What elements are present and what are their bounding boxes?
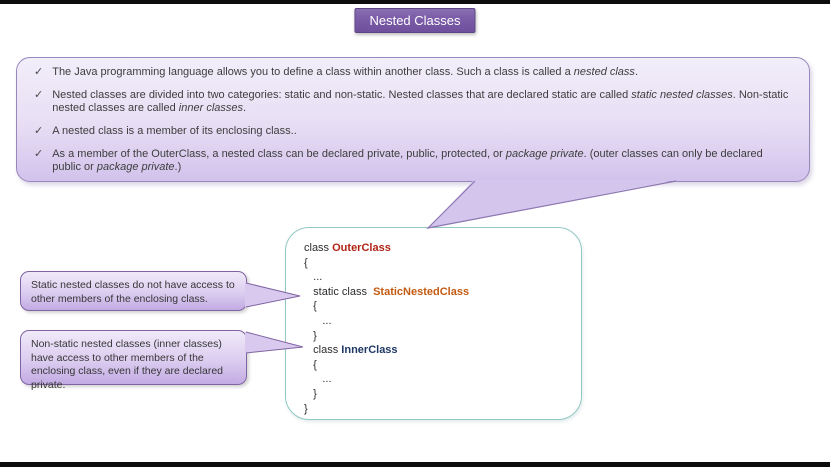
notes-bubble: ✓ The Java programming language allows yo…: [16, 57, 810, 182]
bullet-list: ✓ The Java programming language allows yo…: [17, 58, 809, 174]
letterbox-bottom-bar: [0, 462, 830, 467]
bullet-item: ✓ As a member of the OuterClass, a nested…: [34, 148, 793, 174]
code-line: ...: [304, 271, 323, 284]
letterbox-top-bar: [0, 0, 830, 4]
code-line: class OuterClass: [304, 242, 391, 254]
bullet-item: ✓ A nested class is a member of its enclo…: [34, 125, 793, 138]
bullet-text: A nested class is a member of its enclos…: [52, 125, 297, 137]
code-line: ...: [304, 314, 332, 327]
code-line: }: [304, 387, 317, 400]
code-line: static class StaticNestedClass: [304, 285, 470, 298]
checkmark-icon: ✓: [34, 66, 44, 78]
code-line: {: [304, 300, 317, 313]
bullet-text: As a member of the OuterClass, a nested …: [52, 148, 763, 173]
bullet-text: Nested classes are divided into two cate…: [52, 89, 789, 114]
code-line: ...: [304, 373, 332, 386]
bubble-tail-pointer: [426, 180, 677, 229]
bullet-item: ✓ The Java programming language allows yo…: [34, 66, 793, 79]
code-line: class InnerClass: [304, 344, 398, 357]
callout-inner-class: Non-static nested classes (inner classes…: [20, 330, 247, 391]
callout-inner-class-text: Non-static nested classes (inner classes…: [31, 338, 224, 391]
callout-static-nested: Static nested classes do not have access…: [20, 271, 247, 311]
bullet-item: ✓ Nested classes are divided into two cat…: [34, 89, 793, 115]
checkmark-icon: ✓: [34, 89, 44, 101]
slide-title-label: Nested Classes: [369, 13, 461, 28]
bullet-text: The Java programming language allows you…: [52, 66, 638, 78]
code-block: class OuterClass { ... static class Stati…: [286, 228, 581, 416]
callout-static-nested-text: Static nested classes do not have access…: [31, 279, 235, 305]
code-line: }: [304, 329, 317, 342]
code-box: class OuterClass { ... static class Stati…: [285, 227, 582, 420]
checkmark-icon: ✓: [34, 125, 44, 137]
code-line: {: [304, 256, 308, 269]
slide-title: Nested Classes: [354, 8, 476, 33]
code-line: {: [304, 358, 317, 371]
code-line: }: [304, 402, 308, 415]
checkmark-icon: ✓: [34, 148, 44, 160]
